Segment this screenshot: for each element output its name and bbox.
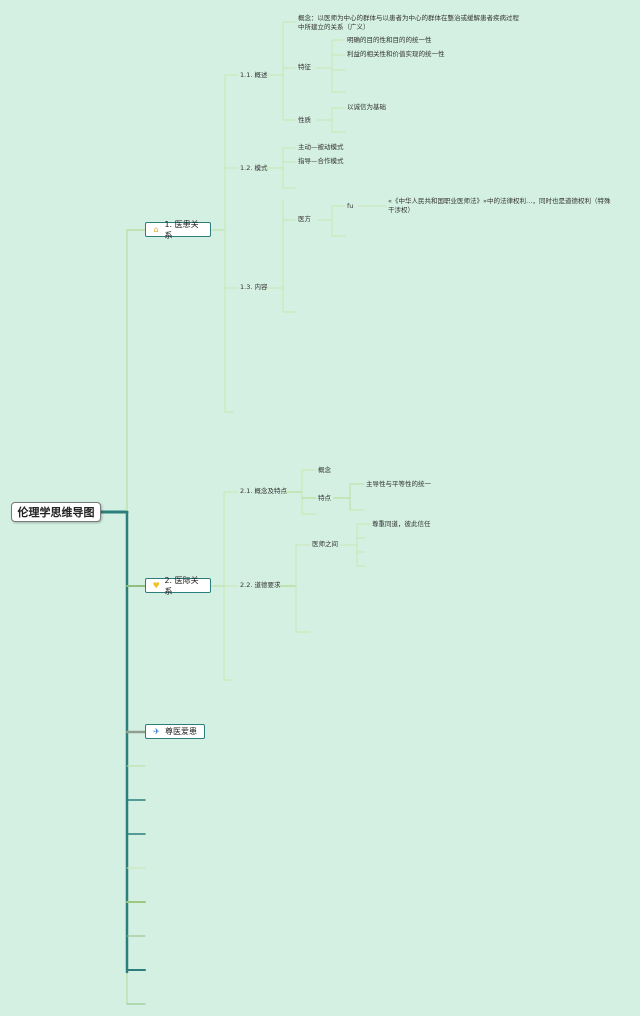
paper-plane-icon: ✈ — [153, 727, 160, 736]
node-2-1-features[interactable]: 特点 — [318, 494, 331, 502]
node-2-1-feature-item-1[interactable]: 主导性与平等性的统一 — [366, 480, 431, 488]
node-model-item-1[interactable]: 主动—被动模式 — [298, 143, 344, 151]
branch-label: 1. 医患关系 — [164, 219, 199, 240]
root-label: 伦理学思维导图 — [17, 506, 95, 519]
node-nature[interactable]: 性质 — [298, 116, 311, 124]
root-node[interactable]: 伦理学思维导图 — [11, 502, 101, 522]
node-2-1-concept[interactable]: 概念 — [318, 466, 331, 474]
branch-node-doctor-patient[interactable]: ⌂ 1. 医患关系 — [145, 220, 211, 240]
node-concept-text[interactable]: 概念：以医师为中心的群体与以患者为中心的群体在整治或缓解患者疾病过程中所建立的关… — [298, 14, 519, 31]
branch-node-respect[interactable]: ✈ 尊医爱患 — [145, 724, 205, 739]
node-1-3-content[interactable]: 1.3. 内容 — [240, 283, 268, 291]
node-1-2-model[interactable]: 1.2. 模式 — [240, 164, 268, 172]
node-feature-item-1[interactable]: 明确的目的性和目的的统一性 — [347, 36, 432, 44]
node-between-item-1[interactable]: 尊重同道，彼此信任 — [372, 520, 431, 528]
node-between-doctors[interactable]: 医师之间 — [312, 540, 338, 548]
node-2-2-moral-requirements[interactable]: 2.2. 道德要求 — [240, 581, 281, 589]
node-fu[interactable]: fu — [347, 202, 354, 210]
node-1-1-overview[interactable]: 1.1. 概述 — [240, 71, 268, 79]
branch-label: 尊医爱患 — [165, 727, 197, 736]
node-doctor-side[interactable]: 医方 — [298, 215, 311, 223]
branch-node-doctor-doctor[interactable]: ♥ 2. 医际关系 — [145, 576, 211, 596]
bank-icon: ⌂ — [153, 225, 159, 234]
branch-label: 2. 医际关系 — [164, 575, 199, 596]
node-nature-item-1[interactable]: 以诚信为基础 — [347, 103, 386, 111]
node-2-1-concept-features[interactable]: 2.1. 概念及特点 — [240, 487, 287, 495]
node-law-text[interactable]: «《中华人民共和国职业医师法》»中的法律权利…，同时也是道德权利（特殊干涉权） — [388, 197, 611, 214]
node-feature[interactable]: 特征 — [298, 63, 311, 71]
heart-icon: ♥ — [152, 581, 160, 590]
node-feature-item-2[interactable]: 利益的相关性和价值实现的统一性 — [347, 50, 445, 58]
node-model-item-2[interactable]: 指导—合作模式 — [298, 157, 344, 165]
